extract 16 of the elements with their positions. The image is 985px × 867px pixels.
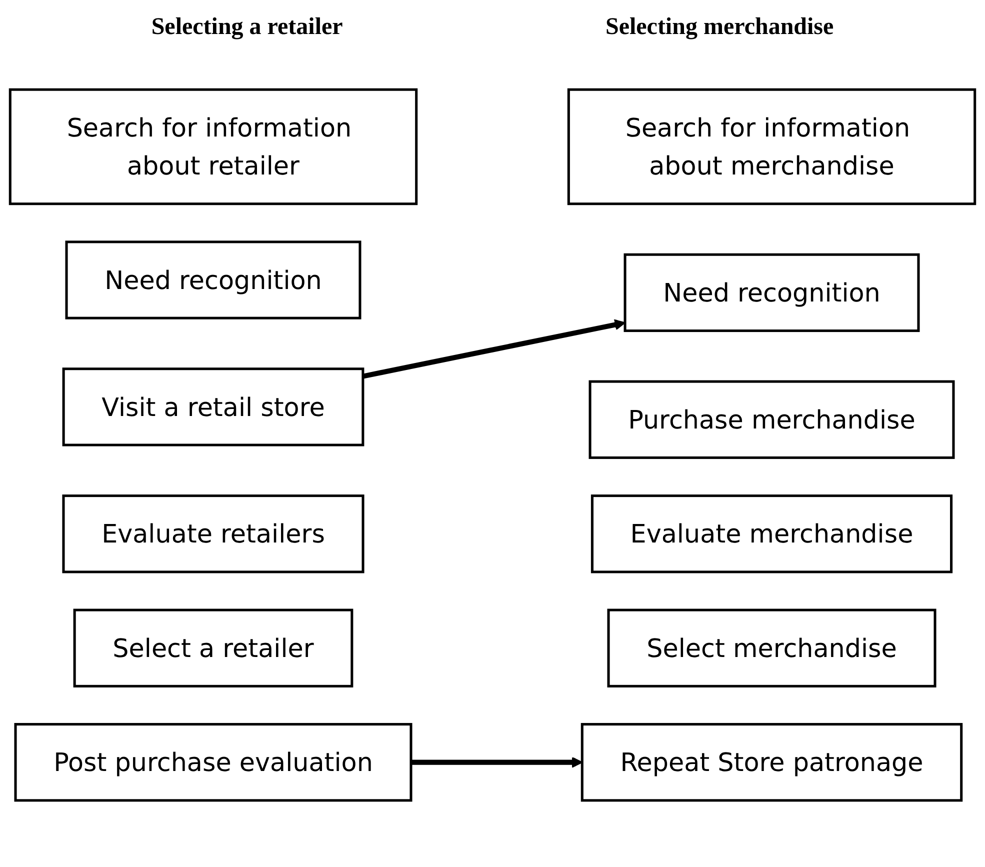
column-heading: Selecting a retailer (151, 14, 343, 41)
node-box: Repeat Store patronage (580, 722, 963, 802)
arrow (410, 756, 583, 768)
node-box: Visit a retail store (62, 368, 364, 446)
node-box: Need recognition (624, 253, 920, 332)
column-heading: Selecting merchandise (605, 14, 834, 41)
node-box: Evaluate retailers (62, 494, 364, 574)
arrow (362, 319, 626, 379)
node-box: Search for information about merchandise (567, 88, 976, 206)
node-box: Search for information about retailer (8, 88, 418, 206)
node-box: Select merchandise (607, 608, 936, 688)
node-box: Need recognition (65, 240, 362, 320)
node-box: Select a retailer (73, 608, 354, 688)
node-box: Evaluate merchandise (590, 494, 953, 574)
node-box: Post purchase evaluation (14, 722, 412, 802)
node-box: Purchase merchandise (588, 380, 955, 459)
